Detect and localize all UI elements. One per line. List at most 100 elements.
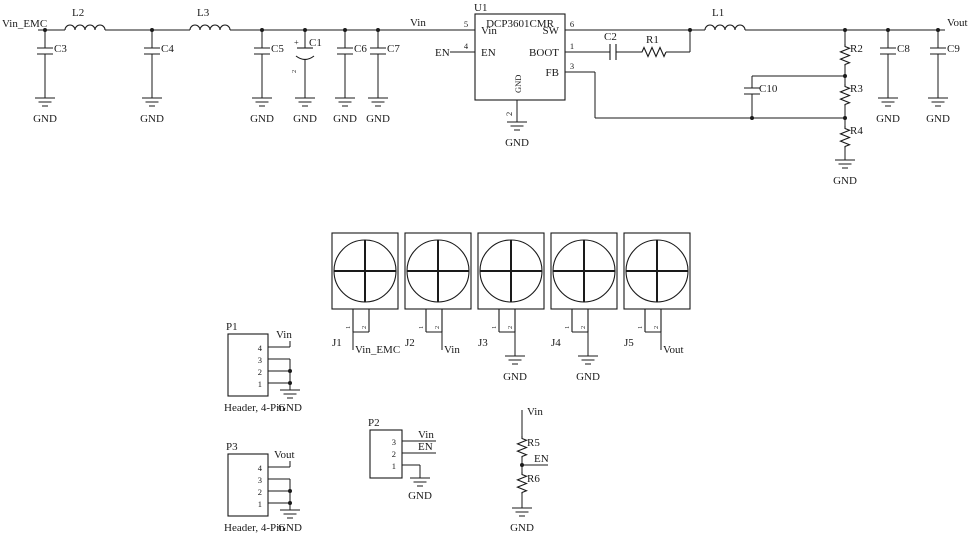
net-label: Vout bbox=[663, 344, 684, 356]
pin-wires bbox=[402, 440, 436, 478]
pin-num-5: 5 bbox=[464, 19, 468, 29]
pin-num: 1 bbox=[258, 499, 262, 509]
ref-label-c2: C2 bbox=[604, 31, 617, 43]
ref-label: J4 bbox=[551, 337, 561, 349]
capacitor-C8: C8 GND bbox=[876, 30, 910, 125]
enable-divider: Vin R5 EN R6 GND bbox=[510, 406, 549, 534]
pin-num-2: 2 bbox=[504, 112, 514, 116]
ic-U1: U1 DCP3601CMR Vin EN SW BOOT FB GND 5 4 … bbox=[435, 2, 574, 149]
junction-dot bbox=[288, 501, 292, 505]
pin-number: 2 bbox=[653, 326, 660, 329]
feedback-network: R2 R3 R4 C10 GND bbox=[565, 30, 863, 187]
pin-num: 3 bbox=[258, 475, 262, 485]
jack-J1: J1 1 2 Vin_EMC bbox=[331, 232, 400, 356]
ref-label: J3 bbox=[478, 337, 488, 349]
wire bbox=[521, 410, 548, 508]
pin-number: 1 bbox=[418, 326, 425, 329]
junction-dot bbox=[520, 463, 524, 467]
jack-J2: J2 1 2 Vin bbox=[404, 232, 472, 356]
pin-name-gnd: GND bbox=[513, 75, 523, 93]
ref-label-r6: R6 bbox=[527, 473, 540, 485]
ref-label: C4 bbox=[161, 43, 174, 55]
ref-label-r4: R4 bbox=[850, 125, 863, 137]
gnd-label: GND bbox=[510, 522, 534, 534]
pin-wires bbox=[450, 51, 518, 122]
capacitor-C5: C5 GND bbox=[250, 30, 284, 125]
junction-dot bbox=[288, 489, 292, 493]
gnd-label: GND bbox=[140, 113, 164, 125]
gnd-label: GND bbox=[926, 113, 950, 125]
gnd-label: GND bbox=[278, 402, 302, 414]
pin-name-vin: Vin bbox=[481, 25, 497, 37]
capacitor-C7: C7 GND bbox=[366, 30, 400, 125]
ref-label: J1 bbox=[332, 337, 342, 349]
part-number: DCP3601CMR bbox=[486, 18, 555, 30]
capacitor-C9: C9 GND bbox=[926, 30, 960, 125]
ref-label: C9 bbox=[947, 43, 960, 55]
wire bbox=[565, 30, 691, 53]
pin-num-6: 6 bbox=[570, 19, 574, 29]
net-label-vin: Vin bbox=[410, 17, 426, 29]
part-type: Header, 4-Pin bbox=[224, 522, 285, 534]
pin-number: 2 bbox=[361, 326, 368, 329]
gnd-label: GND bbox=[278, 522, 302, 534]
capacitor-plate-bottom-curved bbox=[295, 55, 315, 61]
inductor-L2: L2 bbox=[64, 7, 106, 31]
pin-num: 4 bbox=[258, 463, 263, 473]
gnd-label: GND bbox=[33, 113, 57, 125]
net-label-vin: Vin bbox=[276, 329, 292, 341]
junction-dot bbox=[843, 74, 847, 78]
header-P3: P3 4 3 2 1 Vout GND Header, 4-Pin bbox=[224, 441, 302, 534]
junction-dot bbox=[260, 28, 264, 32]
junction-dot bbox=[886, 28, 890, 32]
pin-num: 2 bbox=[258, 367, 262, 377]
junction-dot bbox=[843, 116, 847, 120]
ref-label: J5 bbox=[624, 337, 634, 349]
junction-dot bbox=[343, 28, 347, 32]
pin-num-1: 1 bbox=[570, 41, 574, 51]
ref-label: C5 bbox=[271, 43, 284, 55]
junction-dot bbox=[303, 28, 307, 32]
pin-num: 3 bbox=[258, 355, 262, 365]
capacitor-C1-polarized: + C1 2 GND bbox=[291, 30, 322, 125]
ref-label: C3 bbox=[54, 43, 67, 55]
ref-label-r3: R3 bbox=[850, 83, 863, 95]
ref-label: P2 bbox=[368, 417, 380, 429]
pin-number: 2 bbox=[434, 326, 441, 329]
capacitor-C6: C6 GND bbox=[333, 30, 367, 125]
ref-label: C7 bbox=[387, 43, 400, 55]
junction-dot bbox=[936, 28, 940, 32]
pin-num-3: 3 bbox=[570, 61, 574, 71]
header-P1: P1 4 3 2 1 Vin GND Header, 4-Pin bbox=[224, 321, 302, 414]
ref-label: L2 bbox=[72, 7, 84, 19]
inductor-L3: L3 bbox=[189, 7, 231, 31]
ref-label: P3 bbox=[226, 441, 238, 453]
gnd-label: GND bbox=[293, 113, 317, 125]
ic-body bbox=[474, 13, 566, 101]
ref-label: P1 bbox=[226, 321, 238, 333]
pin-number: 2 bbox=[507, 326, 514, 329]
net-label-en: EN bbox=[435, 47, 450, 59]
inductor-L1: L1 bbox=[704, 7, 746, 31]
capacitor-C3: C3 GND bbox=[33, 30, 67, 125]
jack-J5: J5 1 2 Vout bbox=[623, 232, 691, 356]
ref-label-c10: C10 bbox=[759, 83, 778, 95]
net-label: Vin bbox=[444, 344, 460, 356]
net-label-en: EN bbox=[534, 453, 549, 465]
gnd-label: GND bbox=[333, 113, 357, 125]
header-body bbox=[227, 453, 269, 517]
net-label-vin: Vin bbox=[527, 406, 543, 418]
net-label: Vin_EMC bbox=[355, 344, 400, 356]
junction-dot bbox=[376, 28, 380, 32]
pin-name-boot: BOOT bbox=[529, 47, 559, 59]
junction-dot bbox=[688, 28, 692, 32]
polarity-plus: + bbox=[294, 37, 299, 47]
junction-dot bbox=[43, 28, 47, 32]
ref-label-r2: R2 bbox=[850, 43, 863, 55]
ref-label-r5: R5 bbox=[527, 437, 540, 449]
pin-number: 2 bbox=[580, 326, 587, 329]
gnd-label: GND bbox=[833, 175, 857, 187]
gnd-label: GND bbox=[366, 113, 390, 125]
